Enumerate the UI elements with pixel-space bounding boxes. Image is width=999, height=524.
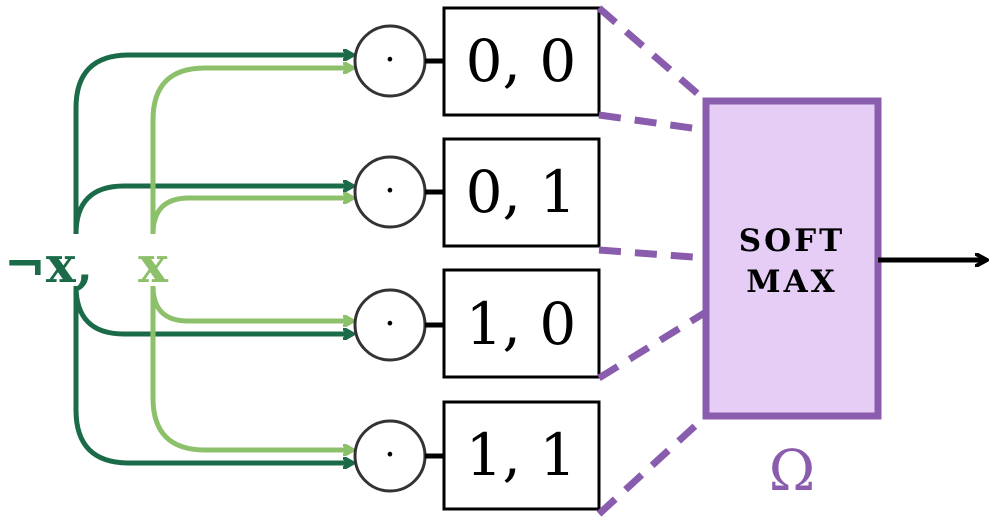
gate-symbol: · <box>384 40 395 81</box>
gate-row-11: · 1, 1 <box>353 400 601 511</box>
x-connections <box>150 68 352 450</box>
x-to-gate-01 <box>150 198 352 235</box>
dashed-link-00-bottom <box>598 111 707 134</box>
neg-x-connections <box>73 55 352 463</box>
gate-row-01: · 0, 1 <box>353 137 601 248</box>
gate-symbol: · <box>384 435 395 476</box>
softmax-block: SOFT MAX Ω <box>702 97 882 504</box>
case-box <box>442 268 601 379</box>
gate-row-10: · 1, 0 <box>353 268 601 379</box>
gate-symbol: · <box>384 171 395 212</box>
case-box <box>442 137 601 248</box>
softmax-label-line1: SOFT <box>739 223 845 259</box>
neg-x-to-gate-10 <box>73 285 352 334</box>
case-label: 0, 0 <box>466 27 577 95</box>
x-to-gate-10 <box>150 285 352 321</box>
x-label-backdrop <box>128 235 178 285</box>
gate-symbol: · <box>384 304 395 345</box>
neg-x-to-gate-01 <box>73 186 352 235</box>
x-to-gate-00 <box>150 68 352 234</box>
case-label: 1, 0 <box>466 290 577 358</box>
dashed-link-10 <box>597 309 708 381</box>
case-box <box>442 6 601 117</box>
softmax-label-line2: MAX <box>746 264 837 300</box>
dashed-link-00-top <box>596 5 709 104</box>
gate-row-00: · 0, 0 <box>353 6 601 117</box>
case-box <box>442 400 601 511</box>
neg-x-to-gate-00 <box>73 55 352 234</box>
x-label: x <box>138 235 169 294</box>
softmax-box <box>702 97 882 420</box>
neg-x-label: ¬x, <box>4 235 93 294</box>
softmax-caption: Ω <box>769 439 815 504</box>
dashed-link-01 <box>598 246 707 262</box>
case-label: 1, 1 <box>466 421 577 489</box>
neg-x-to-gate-11 <box>73 286 352 463</box>
case-label: 0, 1 <box>466 158 577 226</box>
dashed-link-11 <box>596 413 709 517</box>
softmax-connectors <box>596 5 709 517</box>
x-to-gate-11 <box>150 286 352 450</box>
